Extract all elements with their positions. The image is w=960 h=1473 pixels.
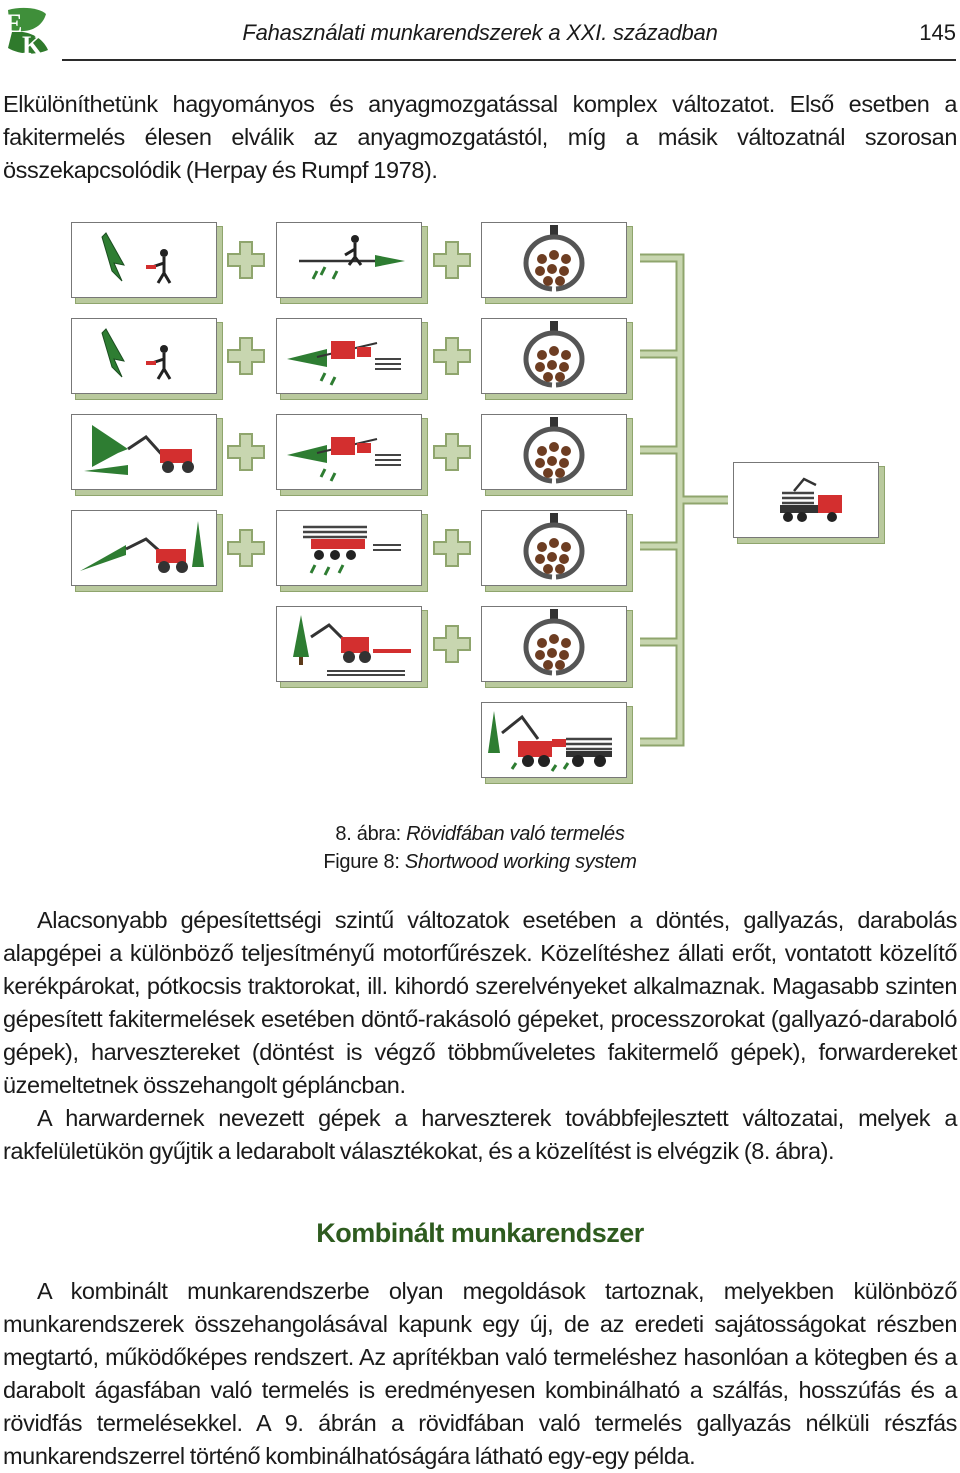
harvester-icon	[293, 615, 411, 676]
body-paragraph-3: A kombinált munkarendszerbe olyan megold…	[3, 1278, 957, 1469]
plus-icon	[227, 529, 265, 567]
plus-icon	[433, 337, 471, 375]
body-paragraph-2: A harwardernek nevezett gépek a harveszt…	[3, 1105, 957, 1164]
processor-machine-icon	[287, 341, 401, 386]
log-grapple-icon	[523, 417, 585, 484]
delimbing-icon	[299, 235, 405, 280]
connector-lines	[640, 253, 728, 747]
caption-title: Rövidfában való termelés	[406, 823, 625, 845]
panel-harvester	[276, 606, 422, 682]
svg-text:K: K	[22, 31, 43, 58]
page-number: 145	[919, 20, 956, 45]
panel-grapple-5	[481, 606, 627, 682]
panel-grapple-3	[481, 414, 627, 490]
caption-prefix: Figure 8:	[323, 851, 405, 873]
plus-icon	[227, 433, 265, 471]
forwarder-icon	[303, 525, 401, 576]
plus-icon	[433, 241, 471, 279]
caption-prefix: 8. ábra:	[335, 823, 407, 845]
figure-shortwood-system	[0, 210, 960, 790]
timber-truck-icon	[780, 477, 842, 522]
svg-text:E: E	[5, 9, 22, 38]
body-paragraph-1: Alacsonyabb gépesítettségi szintű változ…	[3, 907, 957, 1098]
log-grapple-icon	[523, 609, 585, 676]
panel-manual-felling-2	[71, 318, 217, 394]
panel-harwarder	[481, 702, 627, 778]
plus-icon	[433, 433, 471, 471]
panel-grapple-1	[481, 222, 627, 298]
processor-machine-icon	[287, 437, 401, 482]
panel-manual-delimbing	[276, 222, 422, 298]
chainsaw-felling-icon	[101, 328, 172, 380]
panel-grapple-2	[481, 318, 627, 394]
section-heading: Kombinált munkarendszer	[316, 1218, 644, 1248]
panel-feller-buncher	[71, 414, 217, 490]
panel-grapple-4	[481, 510, 627, 586]
feller-buncher-icon	[84, 425, 194, 475]
panel-processor	[276, 318, 422, 394]
caption-title: Shortwood working system	[404, 851, 637, 873]
log-grapple-icon	[523, 321, 585, 388]
header-rule	[62, 59, 956, 61]
log-grapple-icon	[523, 225, 585, 292]
plus-icon	[433, 529, 471, 567]
log-grapple-icon	[523, 513, 585, 580]
running-title: Fahasználati munkarendszerek a XXI. száz…	[242, 20, 718, 45]
plus-icon	[227, 241, 265, 279]
panel-timber-truck	[733, 462, 879, 538]
panel-manual-felling	[71, 222, 217, 298]
feller-buncher-icon	[80, 521, 204, 573]
plus-icon	[433, 625, 471, 663]
figure-caption-en: Figure 8: Shortwood working system	[0, 848, 960, 876]
panel-feller-buncher-2	[71, 510, 217, 586]
harwarder-icon	[488, 711, 612, 772]
chainsaw-felling-icon	[101, 232, 172, 284]
ek-leaf-logo-icon: E K	[2, 4, 52, 58]
panel-forwarder-load	[276, 510, 422, 586]
intro-paragraph: Elkülöníthetünk hagyományos és anyagmozg…	[3, 91, 957, 183]
figure-caption-hu: 8. ábra: Rövidfában való termelés	[0, 820, 960, 848]
plus-icon	[227, 337, 265, 375]
panel-processor-2	[276, 414, 422, 490]
